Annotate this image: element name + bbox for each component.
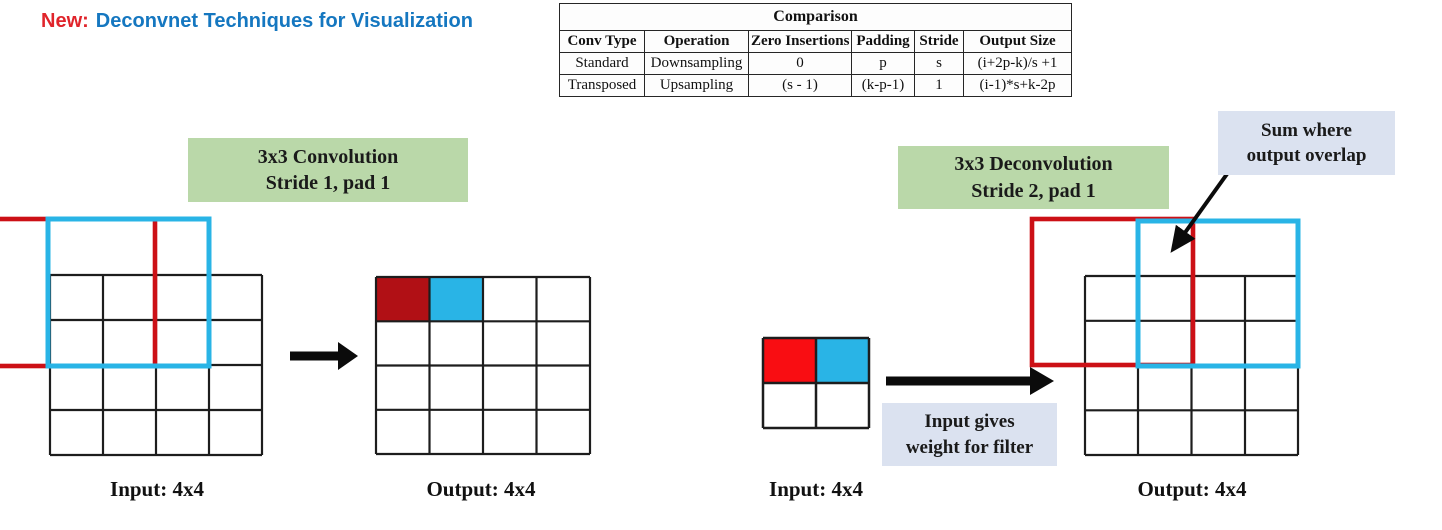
cell: (k-p-1) xyxy=(851,74,915,97)
left-input-size-label: Input: 4x4 xyxy=(110,477,204,501)
left-filter-window-red xyxy=(0,216,158,369)
left-operation-line2: Stride 1, pad 1 xyxy=(265,172,391,194)
right-operation-line1: 3x3 Deconvolution xyxy=(954,153,1113,176)
left-output-grid xyxy=(374,275,592,456)
left-operation-label: 3x3 Convolution Stride 1, pad 1 xyxy=(188,138,468,202)
right-filter-window-red xyxy=(1029,216,1196,368)
col-header-stride: Stride xyxy=(914,30,964,53)
right-operation-label: 3x3 Deconvolution Stride 2, pad 1 xyxy=(898,146,1169,209)
left-output-size-label: Output: 4x4 xyxy=(426,477,536,501)
col-header-zero-insertions: Zero Insertions xyxy=(748,30,852,53)
left-right-arrow xyxy=(290,342,358,370)
input-weight-line2: weight for filter xyxy=(905,436,1034,458)
right-input-size-label: Input: 4x4 xyxy=(769,477,863,501)
title-new-prefix: New: xyxy=(41,10,89,32)
right-input-grid xyxy=(761,336,871,430)
sum-overlap-line2: output overlap xyxy=(1246,145,1367,166)
cell: (i-1)*s+k-2p xyxy=(962,74,1073,97)
left-filter-window-cyan xyxy=(45,216,212,369)
cell: Upsampling xyxy=(644,74,749,97)
left-operation-line1: 3x3 Convolution xyxy=(257,145,399,168)
right-input-cell-cyan xyxy=(816,338,869,383)
table-header-row: Conv Type Operation Zero Insertions Padd… xyxy=(559,30,1073,53)
sum-overlap-note: Sum where output overlap xyxy=(1218,111,1395,175)
sum-overlap-line1: Sum where xyxy=(1261,119,1352,141)
page-title: New: Deconvnet Techniques for Visualizati… xyxy=(41,10,473,33)
table-title-row: Comparison xyxy=(558,3,1073,31)
table-row-transposed: Transposed Upsampling (s - 1) (k-p-1) 1 … xyxy=(559,74,1073,97)
right-filter-window-cyan xyxy=(1135,218,1301,369)
right-output-size-label: Output: 4x4 xyxy=(1137,477,1247,501)
input-weight-line1: Input gives xyxy=(924,411,1015,433)
table-title: Comparison xyxy=(558,3,1073,31)
right-right-arrow xyxy=(886,367,1054,395)
cell: (s - 1) xyxy=(748,74,852,97)
title-text: Deconvnet Techniques for Visualization xyxy=(95,10,473,32)
comparison-table: Comparison Conv Type Operation Zero Inse… xyxy=(558,3,1073,97)
left-output-cell-red xyxy=(376,277,430,322)
sum-overlap-arrow xyxy=(1170,172,1229,253)
left-output-cell-cyan xyxy=(429,277,483,322)
right-operation-line2: Stride 2, pad 1 xyxy=(971,179,1096,202)
input-weight-note: Input gives weight for filter xyxy=(882,403,1057,466)
right-input-cell-red xyxy=(763,338,816,383)
col-header-padding: Padding xyxy=(851,30,915,53)
